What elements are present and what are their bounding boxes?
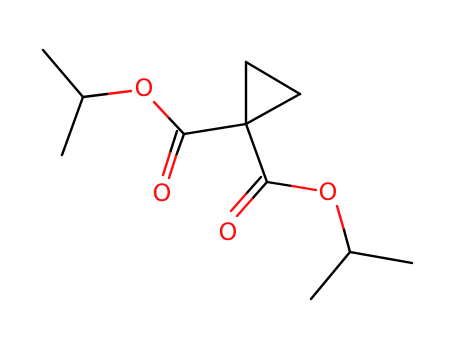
oxygen-label-lower-ester: O bbox=[319, 178, 338, 206]
upper-isopropyl-methyl-bottom bbox=[60, 95, 85, 157]
bond-lower-o-to-ch-black bbox=[342, 228, 352, 254]
lower-ester-group bbox=[229, 122, 414, 301]
lower-isopropyl-methyl-right bbox=[348, 250, 414, 265]
lower-carbonyl-double-a-black bbox=[250, 180, 269, 201]
upper-carbonyl-double-a-black bbox=[174, 132, 186, 158]
upper-carbonyl-double-b-black bbox=[168, 129, 179, 155]
bond-ring-to-upper-carbonyl bbox=[182, 122, 248, 136]
bond-upper-carbonyl-to-o-black bbox=[166, 115, 186, 136]
lower-carbonyl-double-b-red bbox=[229, 192, 248, 213]
oxygen-label-upper-carbonyl: O bbox=[153, 179, 172, 207]
upper-ester-group bbox=[41, 48, 248, 180]
bond-lower-carbonyl-to-o-black bbox=[265, 180, 294, 188]
lower-isopropyl-methyl-left bbox=[309, 250, 352, 301]
upper-isopropyl-methyl-top bbox=[41, 48, 85, 99]
oxygen-label-lower-carbonyl: O bbox=[219, 218, 238, 246]
lower-carbonyl-double-b-black bbox=[244, 175, 263, 196]
bond-ring-to-lower-carbonyl bbox=[244, 122, 269, 184]
bond-upper-carbonyl-to-o-red bbox=[152, 100, 170, 119]
ring-bond-upper bbox=[244, 60, 302, 96]
lower-carbonyl-double-a-red bbox=[235, 197, 254, 218]
upper-carbonyl-double-a-red bbox=[167, 154, 178, 180]
bond-upper-o-to-ch-red bbox=[105, 89, 133, 96]
bond-lower-carbonyl-to-o-red bbox=[290, 184, 318, 192]
ring-bond-lower bbox=[244, 92, 302, 126]
bond-lower-o-to-ch-red bbox=[335, 204, 346, 232]
oxygen-label-upper-ester: O bbox=[135, 74, 154, 102]
upper-carbonyl-double-b-red bbox=[161, 151, 172, 177]
bond-upper-o-to-ch-black bbox=[81, 92, 109, 99]
cyclopropane-ring bbox=[244, 60, 302, 126]
